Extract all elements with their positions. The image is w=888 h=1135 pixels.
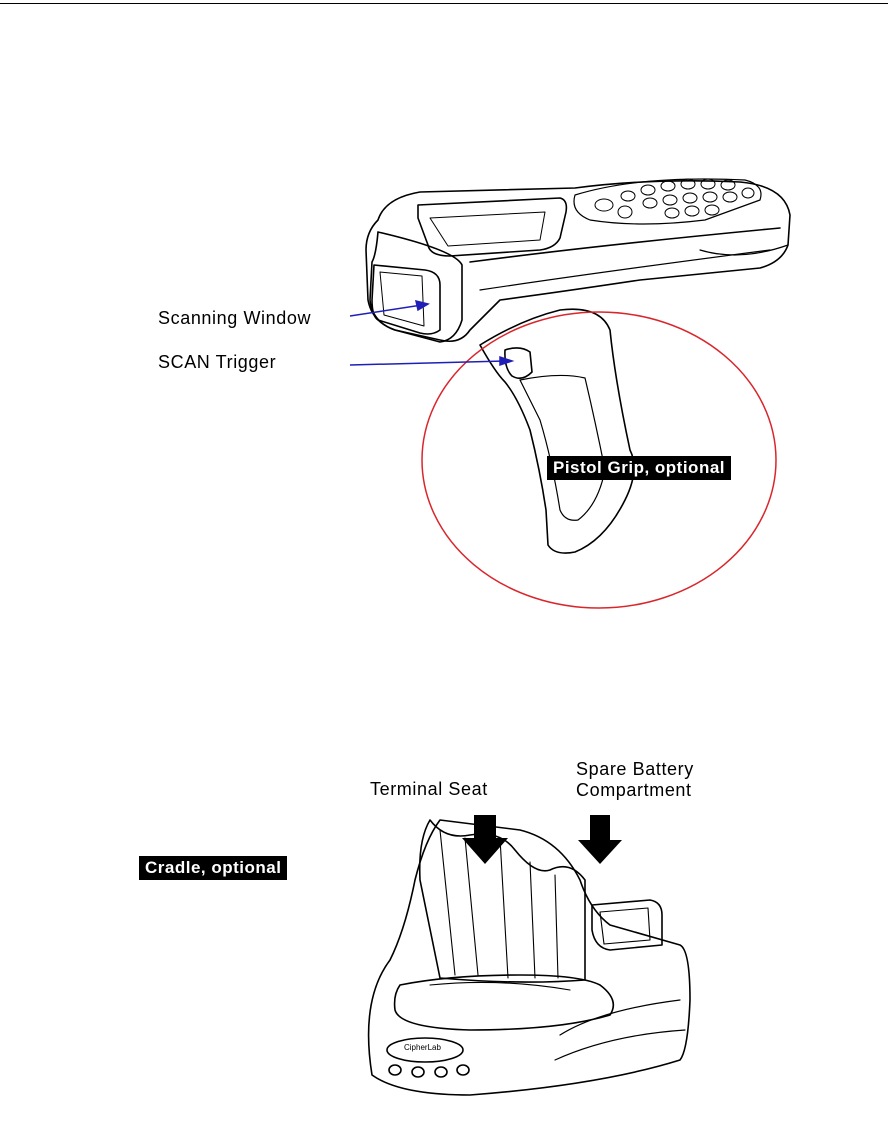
spare-battery-arrow: [578, 815, 622, 864]
cradle-base-outline: [369, 820, 690, 1095]
cradle-logo-text: CipherLab: [404, 1043, 441, 1052]
spare-battery-label-line2: Compartment: [576, 780, 692, 801]
terminal-seat-label: Terminal Seat: [370, 779, 488, 800]
spare-battery-label-line1: Spare Battery: [576, 759, 694, 780]
cradle-tag: Cradle, optional: [139, 856, 287, 880]
